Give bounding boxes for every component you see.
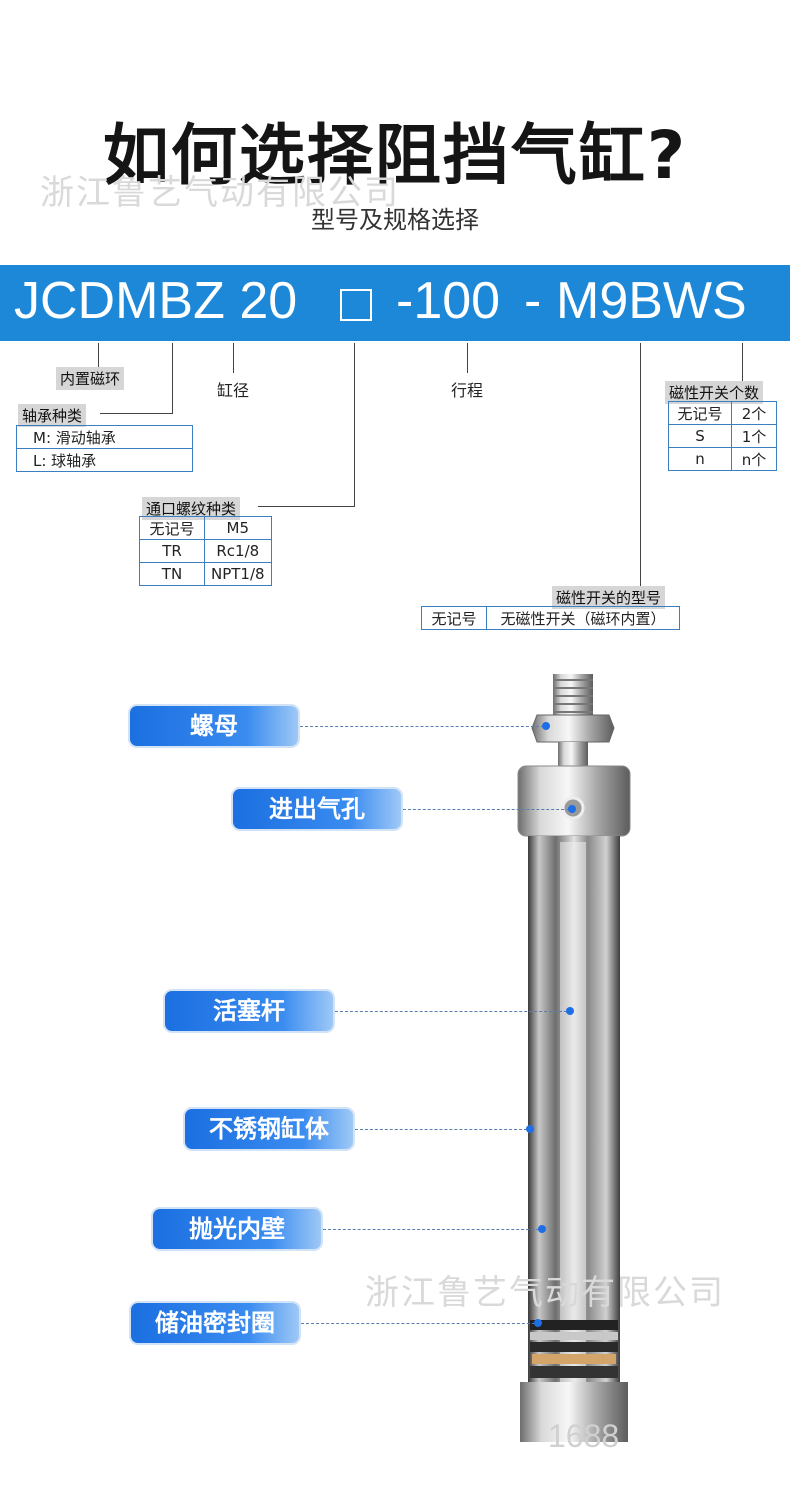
switch-count-value: n个 <box>731 447 777 471</box>
leader-switch-count <box>742 343 743 381</box>
leader-bearing-h <box>100 413 173 414</box>
thread-value: NPT1/8 <box>204 562 272 586</box>
label-stroke: 行程 <box>451 381 484 400</box>
watermark-top: 浙江鲁艺气动有限公司 <box>40 173 400 213</box>
label-magnet: 内置磁环 <box>56 367 125 390</box>
thread-value: M5 <box>204 516 272 540</box>
switch-model-code: 无记号 <box>421 606 487 630</box>
switch-model-table: 无记号无磁性开关（磁环内置） <box>421 606 680 630</box>
callout-line-polished-wall <box>323 1229 539 1230</box>
page-subtitle: 型号及规格选择 <box>311 206 479 234</box>
callout-air-port: 进出气孔 <box>233 789 401 829</box>
model-code-stroke: -100 <box>396 272 501 330</box>
thread-value: Rc1/8 <box>204 539 272 563</box>
seal-ring <box>530 1320 618 1330</box>
bearing-row: M: 滑动轴承 <box>16 425 193 449</box>
callout-polished-wall: 抛光内壁 <box>153 1209 321 1249</box>
bearing-row: L: 球轴承 <box>16 448 193 472</box>
leader-switch-model <box>640 343 641 588</box>
model-code-blank-box <box>340 289 372 321</box>
switch-model-value: 无磁性开关（磁环内置） <box>486 606 680 630</box>
leader-bearing-v <box>172 343 173 413</box>
callout-line-piston-rod <box>335 1011 567 1012</box>
model-code-dash: - <box>524 272 542 330</box>
leader-thread-h <box>258 506 355 507</box>
callout-line-air-port <box>403 809 569 810</box>
switch-count-value: 2个 <box>731 401 777 425</box>
callout-dot-piston-rod <box>566 1007 574 1015</box>
thread-code: TR <box>139 539 205 563</box>
watermark-1688: 1688 <box>548 1418 620 1454</box>
callout-dot-polished-wall <box>538 1225 546 1233</box>
callout-line-tube <box>355 1129 527 1130</box>
switch-count-code: n <box>668 447 732 471</box>
callout-dot-seal <box>534 1319 542 1327</box>
switch-model-title: 磁性开关的型号 <box>552 586 666 609</box>
callout-piston-rod: 活塞杆 <box>165 991 333 1031</box>
nut <box>531 714 615 743</box>
switch-count-code: 无记号 <box>668 401 732 425</box>
thread-code: 无记号 <box>139 516 205 540</box>
callout-dot-nut <box>542 722 550 730</box>
leader-stroke <box>467 343 468 373</box>
model-code-switch: M9BWS <box>556 272 747 330</box>
oil-ring <box>532 1354 616 1364</box>
thread-title: 通口螺纹种类 <box>142 497 241 520</box>
leader-thread-v <box>354 343 355 507</box>
callout-line-seal <box>301 1323 535 1324</box>
bearing-title: 轴承种类 <box>18 404 87 427</box>
rod-neck <box>558 742 588 766</box>
leader-magnet <box>98 343 99 367</box>
model-code-banner: JCDMBZ 20 -100 - M9BWS <box>0 265 790 341</box>
label-bore: 缸径 <box>217 381 250 400</box>
tail-block <box>520 1382 628 1442</box>
callout-dot-tube <box>526 1125 534 1133</box>
leader-bore <box>233 343 234 373</box>
cylinder-illustration <box>517 674 631 1442</box>
piston-rod <box>560 842 586 1392</box>
watermark-bottom: 浙江鲁艺气动有限公司 <box>365 1273 725 1313</box>
switch-count-title: 磁性开关个数 <box>665 381 764 404</box>
callout-dot-air-port <box>568 805 576 813</box>
model-code-series: JCDMBZ 20 <box>14 272 298 330</box>
switch-count-code: S <box>668 424 732 448</box>
callout-seal: 储油密封圈 <box>131 1303 299 1343</box>
callout-nut: 螺母 <box>130 706 298 746</box>
bearing-table: M: 滑动轴承 L: 球轴承 <box>16 425 193 472</box>
callout-tube: 不锈钢缸体 <box>185 1109 353 1149</box>
callout-line-nut <box>300 726 544 727</box>
thread-code: TN <box>139 562 205 586</box>
switch-count-value: 1个 <box>731 424 777 448</box>
page-title: 如何选择阻挡气缸? <box>102 117 688 194</box>
